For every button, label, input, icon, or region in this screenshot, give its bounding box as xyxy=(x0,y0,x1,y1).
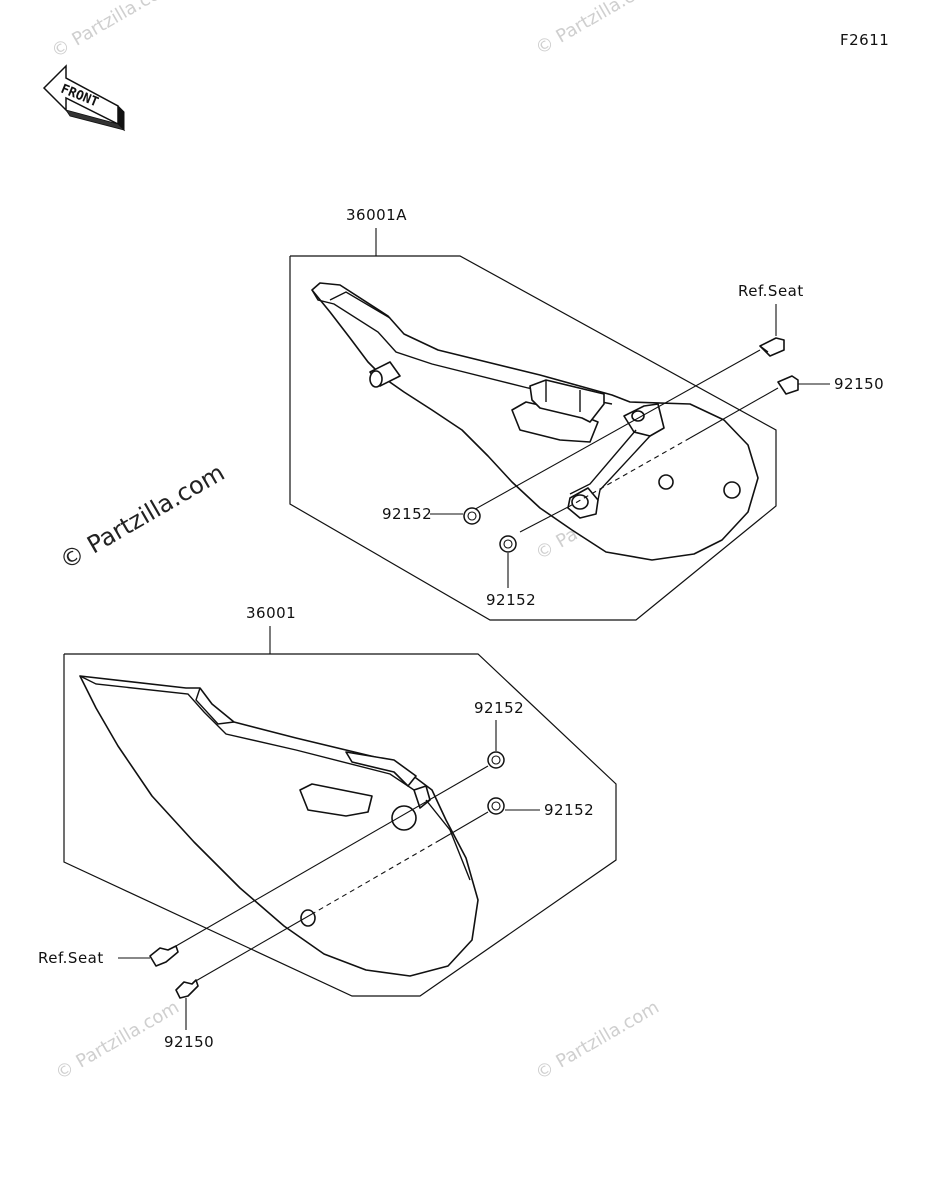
lower-ref-seat-bolt xyxy=(118,945,179,967)
upper-ref-seat-leader xyxy=(469,349,761,513)
upper-ref-seat-label: Ref.Seat xyxy=(738,282,804,300)
front-arrow-icon: FRONT xyxy=(42,64,126,132)
lower-lip xyxy=(345,751,417,787)
lower-part-number: 36001 xyxy=(246,604,296,622)
lower-washer-right-label: 92152 xyxy=(544,801,594,819)
lower-mount-hole xyxy=(391,805,417,831)
upper-bolt-92150 xyxy=(777,375,830,395)
figure-code: F2611 xyxy=(840,31,889,49)
watermark-faint: © Partzilla.com xyxy=(48,0,179,62)
lower-ref-seat-label: Ref.Seat xyxy=(38,949,104,967)
upper-bolt-label: 92150 xyxy=(834,375,884,393)
upper-part-number: 36001A xyxy=(346,206,407,224)
lower-mount-hole xyxy=(300,909,316,927)
watermark-faint: © Partzilla.com xyxy=(532,0,663,59)
upper-washer-left-label: 92152 xyxy=(382,505,432,523)
lower-assembly: 36001 92152 92152 xyxy=(38,604,617,1051)
upper-ref-seat-bolt xyxy=(759,304,785,357)
lower-bolt-label: 92150 xyxy=(164,1033,214,1051)
watermark-faint: © Partzilla.com xyxy=(532,997,663,1085)
lower-bolt-92150 xyxy=(175,979,199,1030)
lower-side-cover xyxy=(79,675,479,977)
upper-frame xyxy=(289,255,777,621)
lower-ref-seat-leader xyxy=(175,765,489,947)
lower-frame xyxy=(63,653,617,997)
lower-washer-right xyxy=(487,797,540,815)
upper-grip-slot xyxy=(511,401,599,443)
upper-tab xyxy=(529,379,605,423)
upper-mount-hole xyxy=(658,474,674,490)
watermark-main: © Partzilla.com xyxy=(55,458,229,575)
upper-assembly: 36001A Ref.Seat xyxy=(289,206,884,621)
upper-washer-bottom xyxy=(499,535,517,588)
upper-mount-hole xyxy=(723,481,741,499)
lower-grip-slot xyxy=(299,783,373,817)
upper-washer-bottom-label: 92152 xyxy=(486,591,536,609)
upper-bolt-leader xyxy=(689,387,779,439)
lower-washer-top xyxy=(487,720,505,769)
lower-washer-top-label: 92152 xyxy=(474,699,524,717)
upper-washer-left xyxy=(430,507,481,525)
